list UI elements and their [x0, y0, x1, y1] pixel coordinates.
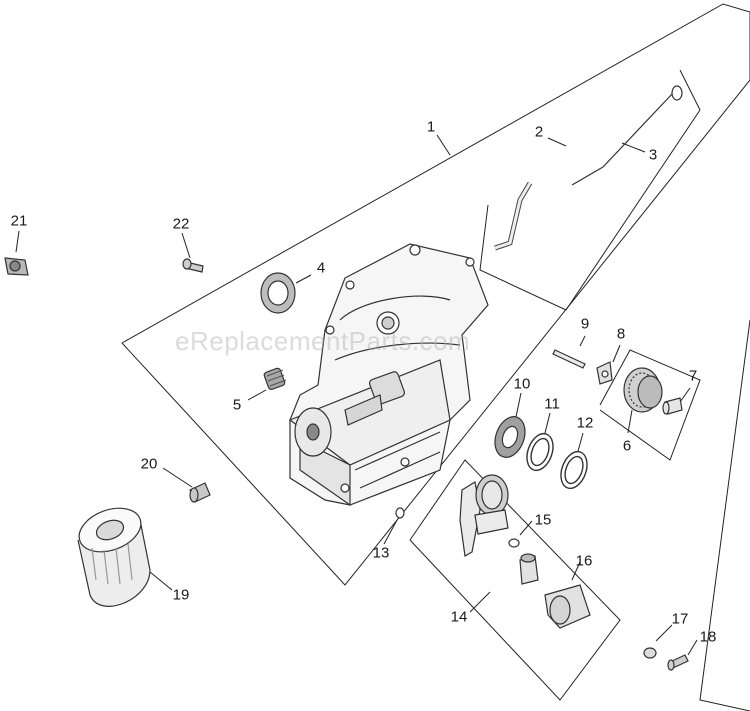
leader-17 — [655, 624, 673, 642]
callout-1: 1 — [426, 118, 436, 136]
main-assembly-outline — [121, 3, 750, 586]
oil-filter — [77, 507, 151, 607]
callout-12: 12 — [576, 414, 594, 432]
callout-8: 8 — [616, 325, 626, 343]
washer-17 — [643, 647, 657, 659]
governor-gear — [623, 367, 663, 413]
callout-20: 20 — [140, 455, 158, 473]
leader-3 — [621, 142, 646, 153]
leader-16 — [571, 561, 581, 581]
dipstick — [494, 85, 683, 251]
leader-20 — [162, 467, 193, 488]
gear-cover-housing — [288, 243, 489, 507]
callout-10: 10 — [513, 375, 531, 393]
callout-14: 14 — [450, 608, 468, 626]
thrust-washer — [494, 416, 526, 458]
callout-18: 18 — [699, 628, 717, 646]
gear-shaft-pin — [662, 397, 683, 415]
callout-7: 7 — [688, 367, 698, 385]
watermark: eReplacementParts.com — [175, 326, 471, 356]
leader-4 — [295, 274, 312, 284]
leader-lines — [15, 134, 698, 656]
leader-11 — [543, 412, 551, 438]
screw-18 — [667, 654, 689, 671]
callout-15: 15 — [534, 511, 552, 529]
callout-22: 22 — [172, 215, 190, 233]
leader-9 — [579, 335, 586, 347]
callout-21: 21 — [10, 212, 28, 230]
leader-18 — [687, 639, 698, 656]
gasket-11 — [526, 432, 554, 472]
right-panel-outline — [699, 319, 750, 711]
leader-5 — [247, 389, 267, 401]
leader-13 — [383, 519, 398, 545]
leader-14 — [469, 591, 491, 613]
leader-22 — [181, 232, 191, 259]
callout-19: 19 — [172, 586, 190, 604]
leader-2 — [547, 137, 567, 147]
leader-7 — [679, 387, 691, 403]
o-ring-13 — [395, 507, 405, 519]
callout-16: 16 — [575, 552, 593, 570]
oil-seal — [260, 272, 296, 314]
callout-3: 3 — [648, 146, 658, 164]
leader-6 — [627, 409, 633, 434]
callout-2: 2 — [534, 123, 544, 141]
drain-plug — [189, 482, 211, 503]
dipstick-group-outline — [479, 69, 701, 311]
o-ring-15 — [508, 538, 520, 548]
callout-5: 5 — [232, 396, 242, 414]
callout-11: 11 — [544, 395, 560, 413]
leader-1 — [436, 134, 451, 156]
leader-10 — [515, 392, 522, 418]
leader-15 — [519, 520, 533, 536]
callout-13: 13 — [372, 544, 390, 562]
gasket-12 — [560, 450, 588, 490]
oil-pump-assembly — [459, 474, 509, 557]
gear-group-outline — [599, 349, 701, 461]
breather-fitting — [4, 257, 29, 276]
regulating-clip — [596, 361, 613, 385]
leader-21 — [15, 230, 20, 253]
screw-22 — [182, 258, 204, 273]
pump-group-outline — [409, 459, 621, 701]
callout-6: 6 — [622, 437, 632, 455]
group-outlines — [121, 3, 750, 711]
dowel-pin — [552, 349, 586, 369]
pipe-plug — [263, 367, 287, 390]
oil-pickup-valve — [519, 553, 591, 629]
leader-8 — [612, 344, 621, 363]
callout-4: 4 — [316, 259, 326, 277]
callout-9: 9 — [580, 315, 590, 333]
callout-17: 17 — [671, 610, 689, 628]
leader-19 — [149, 571, 173, 591]
